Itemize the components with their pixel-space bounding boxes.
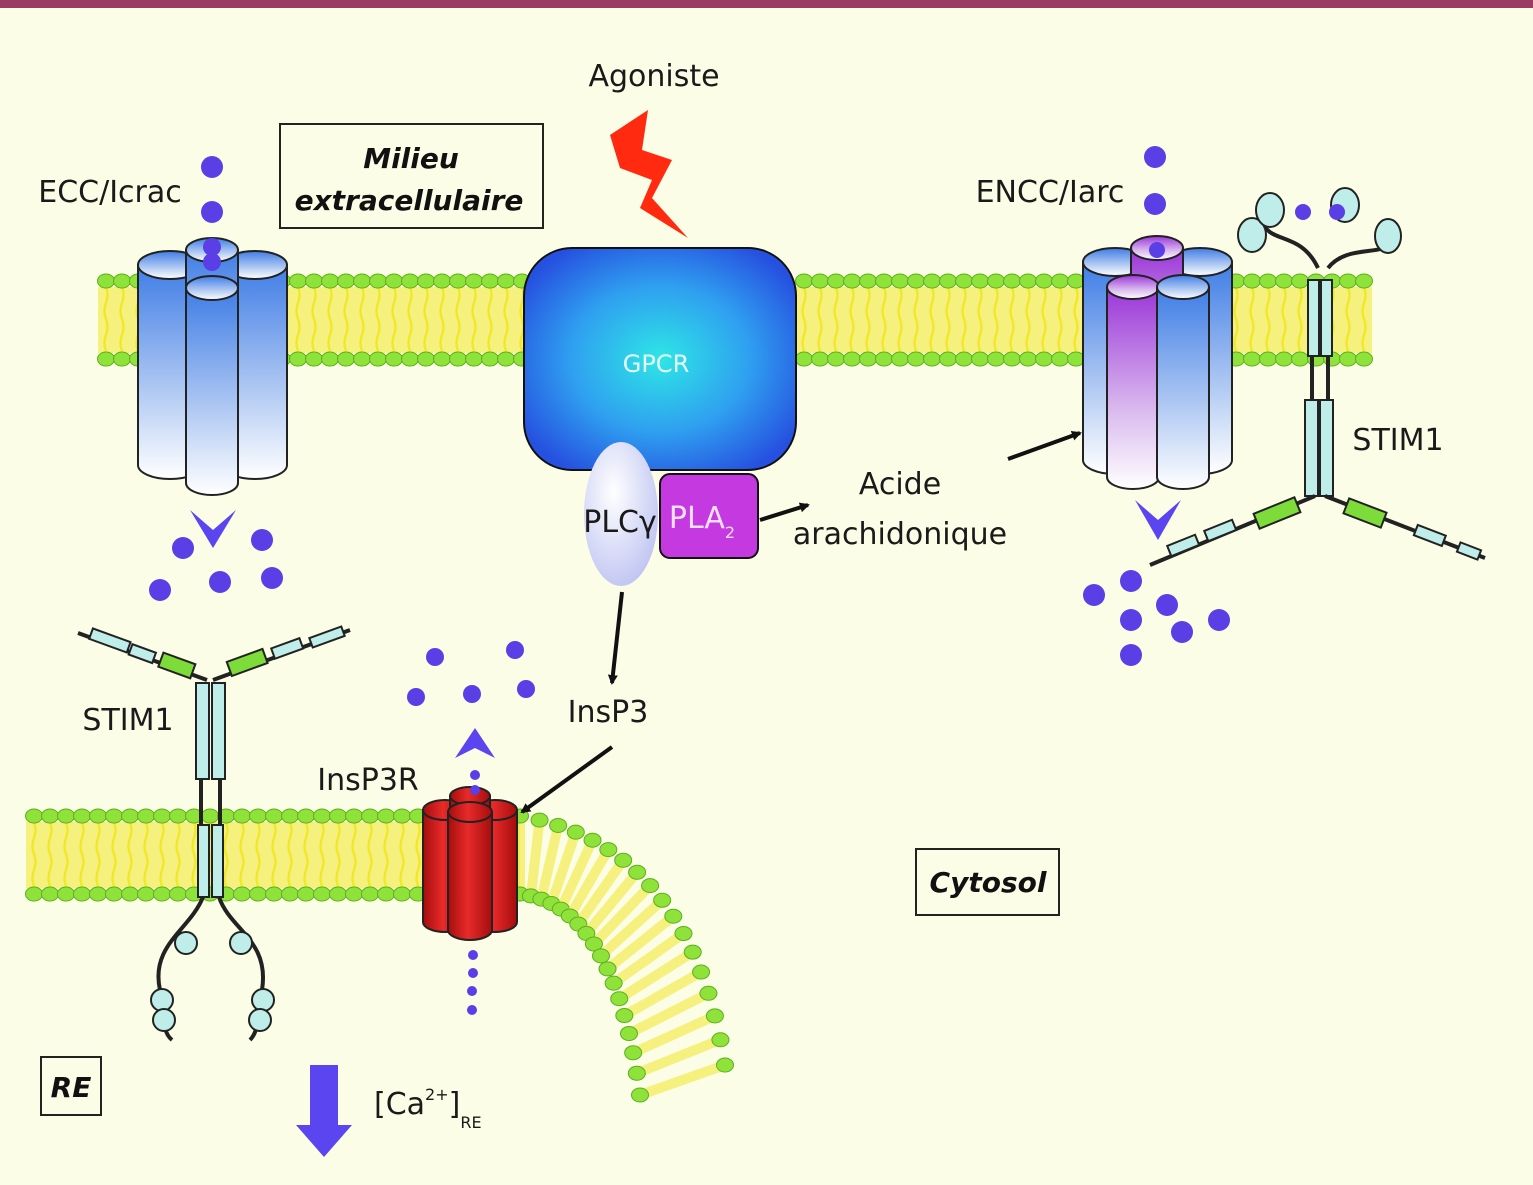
calcium-ion <box>1329 204 1345 220</box>
cytosol-label: Cytosol <box>930 866 1047 899</box>
encc-channel <box>1082 235 1233 490</box>
er-calcium-label: [Ca2+]RE <box>374 1085 482 1132</box>
er-box <box>40 1056 102 1116</box>
calcium-ion <box>1144 146 1166 168</box>
er-release-chevron-icon <box>455 728 495 758</box>
stim1-right-label: STIM1 <box>1352 423 1443 458</box>
calcium-ion <box>468 950 478 960</box>
insp3r-channel <box>422 786 518 941</box>
stim1-left-label: STIM1 <box>82 703 173 738</box>
calcium-ion <box>149 579 171 601</box>
er-calcium-decrease-arrow-icon <box>296 1065 352 1157</box>
calcium-ion <box>209 571 231 593</box>
arachidonic-label-line2: arachidonique <box>793 517 1007 552</box>
plc-gamma <box>584 442 658 586</box>
calcium-ion <box>467 986 477 996</box>
calcium-ion <box>201 201 223 223</box>
calcium-ion <box>468 968 478 978</box>
calcium-ion <box>463 685 481 703</box>
calcium-ion <box>1149 242 1165 258</box>
calcium-ion <box>203 253 221 271</box>
plasma-membrane <box>97 273 1373 367</box>
pla2-label: PLA2 <box>669 501 735 542</box>
calcium-ion <box>172 537 194 559</box>
calcium-ion <box>1120 644 1142 666</box>
calcium-ion <box>517 680 535 698</box>
calcium-ion <box>1144 193 1166 215</box>
extracellular-box <box>279 123 544 229</box>
calcium-ion <box>201 156 223 178</box>
calcium-ion <box>470 785 480 795</box>
calcium-ion <box>1083 584 1105 606</box>
calcium-ion <box>261 567 283 589</box>
extracellular-label-line1: Milieu <box>363 142 459 175</box>
stim1-left <box>77 625 351 1042</box>
extracellular-label-line2: extracellulaire <box>295 184 524 217</box>
insp3-to-receptor-arrow <box>520 745 614 814</box>
calcium-ion <box>467 1005 477 1015</box>
ecc-label: ECC/Icrac <box>38 175 182 210</box>
calcium-ion <box>506 641 524 659</box>
calcium-ion <box>1295 204 1311 220</box>
calcium-ion <box>1208 609 1230 631</box>
calcium-ion <box>1120 609 1142 631</box>
plc-to-insp3-arrow <box>607 591 624 685</box>
calcium-ions <box>149 146 1345 1015</box>
cytosol-box <box>915 848 1060 916</box>
arachidonic-to-encc-arrow <box>1007 431 1082 461</box>
calcium-ion <box>1171 621 1193 643</box>
calcium-ion <box>1156 594 1178 616</box>
encc-label: ENCC/Iarc <box>976 175 1125 210</box>
plc-label: PLCγ <box>583 505 657 540</box>
pla2-to-arachidonic-arrow <box>759 502 810 522</box>
stim1-right <box>1149 187 1486 567</box>
top-border <box>0 0 1533 8</box>
encc-influx-chevron-icon <box>1135 500 1181 540</box>
er-membrane <box>25 808 734 1103</box>
agonist-bolt-icon <box>610 110 688 238</box>
gpcr-label: GPCR <box>623 350 690 378</box>
er-label: RE <box>51 1071 92 1104</box>
ecc-channel <box>137 237 288 496</box>
calcium-ion <box>426 648 444 666</box>
insp3-label: InsP3 <box>568 695 649 730</box>
signal-arrows <box>520 431 1082 814</box>
gpcr-receptor <box>523 247 797 471</box>
arachidonic-label-line1: Acide <box>859 467 941 502</box>
calcium-ion <box>1120 570 1142 592</box>
ecc-influx-chevron-icon <box>190 510 236 548</box>
pla2-enzyme <box>659 473 759 559</box>
calcium-ion <box>203 238 221 256</box>
insp3r-label: InsP3R <box>317 763 419 798</box>
calcium-ion <box>251 529 273 551</box>
calcium-ion <box>470 770 480 780</box>
calcium-ion <box>407 688 425 706</box>
agonist-label: Agoniste <box>588 59 719 94</box>
